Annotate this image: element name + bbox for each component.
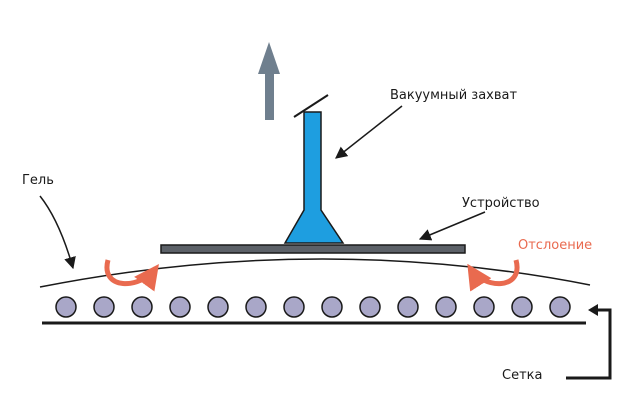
mesh-ball: [245, 296, 267, 318]
label-peeling: Отслоение: [518, 238, 593, 253]
mesh-ball: [55, 296, 77, 318]
mesh-ball: [207, 296, 229, 318]
mesh-ball: [169, 296, 191, 318]
lift-arrow: [258, 42, 280, 120]
mesh-ball: [397, 296, 419, 318]
mesh-ball: [321, 296, 343, 318]
mesh-balls: [55, 296, 571, 318]
peel-arrow-left: [104, 259, 159, 292]
pointer-gripper: [335, 105, 403, 159]
mesh-ball: [435, 296, 457, 318]
mesh-ball: [131, 296, 153, 318]
pointer-device: [418, 211, 486, 241]
device-plate: [160, 244, 466, 254]
mesh-ball: [93, 296, 115, 318]
label-gel: Гель: [22, 173, 54, 188]
pointer-mesh-head: [588, 304, 598, 316]
label-mesh: Сетка: [502, 368, 543, 383]
mesh-ball: [283, 296, 305, 318]
pointer-mesh: [566, 308, 612, 380]
pointer-gel: [39, 195, 76, 270]
mesh-ball: [359, 296, 381, 318]
peel-arrow-right: [467, 259, 520, 292]
label-vacuum-gripper: Вакуумный захват: [390, 88, 518, 103]
label-device: Устройство: [462, 196, 540, 211]
mesh-ball: [473, 296, 495, 318]
mesh-ball: [549, 296, 571, 318]
vacuum-gripper: [283, 94, 345, 244]
mesh-ball: [511, 296, 533, 318]
